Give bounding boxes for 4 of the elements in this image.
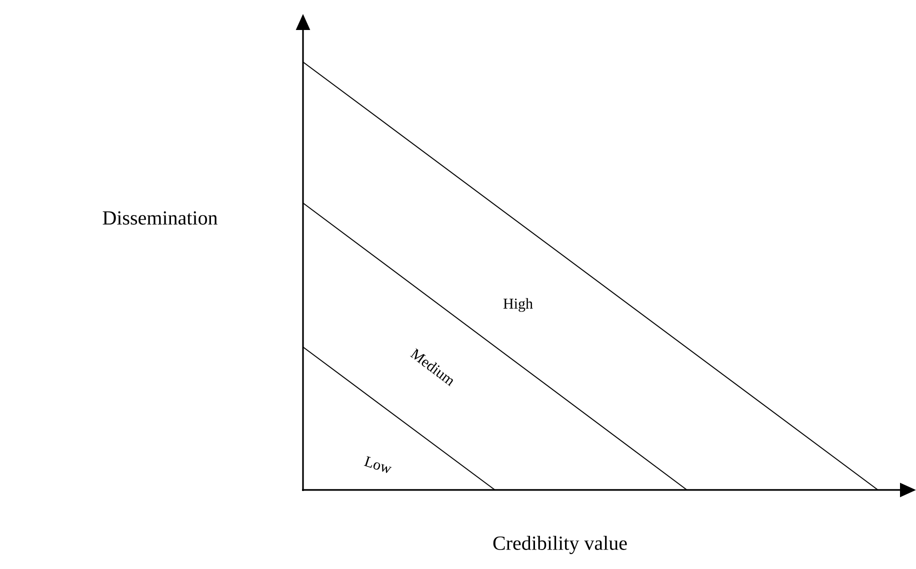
axis-label: Dissemination — [102, 211, 218, 225]
region-label: Low — [364, 456, 392, 473]
region-label: High — [503, 298, 533, 312]
axis-label: Credibility value — [493, 536, 627, 554]
